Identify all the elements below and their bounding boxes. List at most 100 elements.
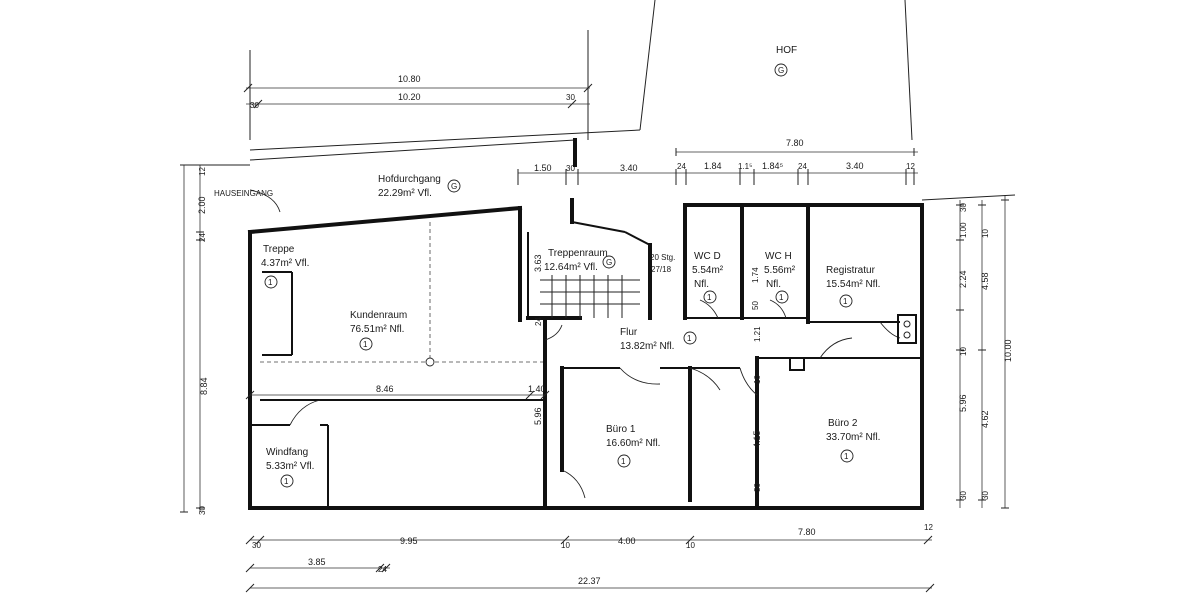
hauseingang: HAUSEINGANG xyxy=(214,189,281,213)
dim-1-40: 1.40 xyxy=(528,384,546,394)
one-mark-kundenraum-text: 1 xyxy=(363,340,368,349)
hofdurchgang: Hofdurchgang 22.29m² Vfl. G xyxy=(247,129,641,322)
stairs-note-1: 20 Stg. xyxy=(650,253,675,262)
dim-12: 12 xyxy=(906,162,915,171)
top-dimensions: 10.80 10.20 30 30 7.80 1.50 30 3.40 24 1… xyxy=(243,30,918,185)
dim-r-10-00: 10.00 xyxy=(1003,339,1013,362)
dim-hof-7-80: 7.80 xyxy=(786,138,804,148)
registratur-door-swing xyxy=(819,337,853,359)
buero2-door-swing xyxy=(739,367,758,396)
dim-left-30: 30 xyxy=(198,506,207,515)
registratur-name: Registratur xyxy=(826,265,876,276)
g-mark-treppenraum-text: G xyxy=(606,258,612,267)
one-mark-buero1 xyxy=(617,454,631,468)
buero2-area: 33.70m² Nfl. xyxy=(826,432,880,443)
hof-area: HOF G xyxy=(639,0,913,141)
one-mark-treppe-text: 1 xyxy=(268,278,273,287)
g-mark-hofdurchgang xyxy=(447,179,461,193)
dim-24-b: 24 xyxy=(798,162,807,171)
dim-r-1-00: 1.00 xyxy=(959,222,968,238)
dim-v-30: 30 xyxy=(753,483,762,492)
wch-type: Nfl. xyxy=(766,279,781,290)
one-mark-flur xyxy=(683,331,697,345)
interior-dimensions: 8.46 1.40 5.96 3.63 24 1.74 50 1.21 10 4… xyxy=(245,254,762,492)
one-mark-buero2-text: 1 xyxy=(844,452,849,461)
one-mark-flur-text: 1 xyxy=(687,334,692,343)
dim-r-5-96: 5.96 xyxy=(958,394,968,412)
column-marker xyxy=(425,357,435,367)
left-dimensions: 8.84 2.00 24 12 30 xyxy=(180,164,250,515)
registratur-area: 15.54m² Nfl. xyxy=(826,279,880,290)
hofdurchgang-name: Hofdurchgang xyxy=(378,174,441,185)
one-mark-wch-text: 1 xyxy=(779,293,784,302)
dim-mid-24: 24 xyxy=(534,317,543,326)
one-mark-kundenraum xyxy=(359,337,373,351)
hofdurchgang-area: 22.29m² Vfl. xyxy=(378,188,432,199)
sink-symbol xyxy=(897,314,917,344)
treppenraum-area: 12.64m² Vfl. xyxy=(544,262,598,273)
dim-bot-7-80: 7.80 xyxy=(798,527,816,537)
dim-1-21: 1.21 xyxy=(753,326,762,342)
one-mark-wcd xyxy=(703,290,717,304)
dim-r-4-58: 4.58 xyxy=(980,272,990,290)
dim-5-96: 5.96 xyxy=(533,407,543,425)
bottom-dimensions: 30 9.95 10 4.00 10 7.80 12 3.85 24 22.37 xyxy=(245,523,935,593)
g-mark-hofdurchgang-text: G xyxy=(451,182,457,191)
dim-1-84-b: 1.84⁵ xyxy=(762,161,784,171)
one-mark-buero1-text: 1 xyxy=(621,457,626,466)
buero1-name: Büro 1 xyxy=(606,424,636,435)
dim-bot-10-b: 10 xyxy=(686,541,695,550)
dim-left-24: 24 xyxy=(198,233,207,242)
buero1-area: 16.60m² Nfl. xyxy=(606,438,660,449)
dim-3-40-a: 3.40 xyxy=(620,163,638,173)
dim-r-30-bot-b: 30 xyxy=(981,491,990,500)
treppenraum-name: Treppenraum xyxy=(548,248,608,259)
g-mark-treppenraum xyxy=(602,255,616,269)
buero1-door-swing xyxy=(619,367,661,385)
wcd-area: 5.54m² xyxy=(692,265,724,276)
dim-bot-24: 24 xyxy=(378,565,387,574)
sink-bowl-2 xyxy=(903,331,911,339)
dim-top-30-a: 30 xyxy=(250,101,259,110)
wch-name: WC H xyxy=(765,251,792,262)
treppe-name: Treppe xyxy=(263,244,295,255)
hof-label: HOF xyxy=(776,45,797,56)
building-walls xyxy=(248,198,924,510)
dim-r-10-b: 10 xyxy=(959,347,968,356)
stairs-note-2: 27/18 xyxy=(651,265,672,274)
windfang-area: 5.33m² Vfl. xyxy=(266,461,314,472)
wch-door-swing xyxy=(769,299,787,319)
flur-name: Flur xyxy=(620,327,638,338)
buero2-name: Büro 2 xyxy=(828,418,858,429)
shaft-symbol xyxy=(789,357,805,371)
dim-r-30-top: 30 xyxy=(959,203,968,212)
dim-3-40-b: 3.40 xyxy=(846,161,864,171)
dim-4-15: 4.15 xyxy=(752,430,762,448)
dim-1-50: 1.50 xyxy=(534,163,552,173)
wcd-door-swing xyxy=(699,299,719,319)
dim-bot-30: 30 xyxy=(252,541,261,550)
dim-r-30-bot-a: 30 xyxy=(959,491,968,500)
one-mark-windfang xyxy=(280,474,294,488)
one-mark-buero2 xyxy=(840,449,854,463)
dim-50: 50 xyxy=(751,301,760,310)
wcd-name: WC D xyxy=(694,251,721,262)
one-mark-registratur xyxy=(839,294,853,308)
treppenraum-stairs xyxy=(540,275,640,318)
dim-left-8-84: 8.84 xyxy=(199,377,209,395)
g-mark-hof-text: G xyxy=(778,66,784,75)
dim-bot-9-95: 9.95 xyxy=(400,536,418,546)
buero1-side-door-swing xyxy=(561,469,586,499)
kundenraum-name: Kundenraum xyxy=(350,310,407,321)
dim-left-12: 12 xyxy=(198,167,207,176)
windfang-door-swing xyxy=(289,399,321,426)
dim-bot-10-a: 10 xyxy=(561,541,570,550)
dim-r-4-62: 4.62 xyxy=(980,410,990,428)
dim-3-63: 3.63 xyxy=(533,254,543,272)
dim-1-1: 1.1⁵ xyxy=(738,162,752,171)
one-mark-windfang-text: 1 xyxy=(284,477,289,486)
dim-bot-22-37: 22.37 xyxy=(578,576,601,586)
wcd-type: Nfl. xyxy=(694,279,709,290)
dim-bot-4-00: 4.00 xyxy=(618,536,636,546)
